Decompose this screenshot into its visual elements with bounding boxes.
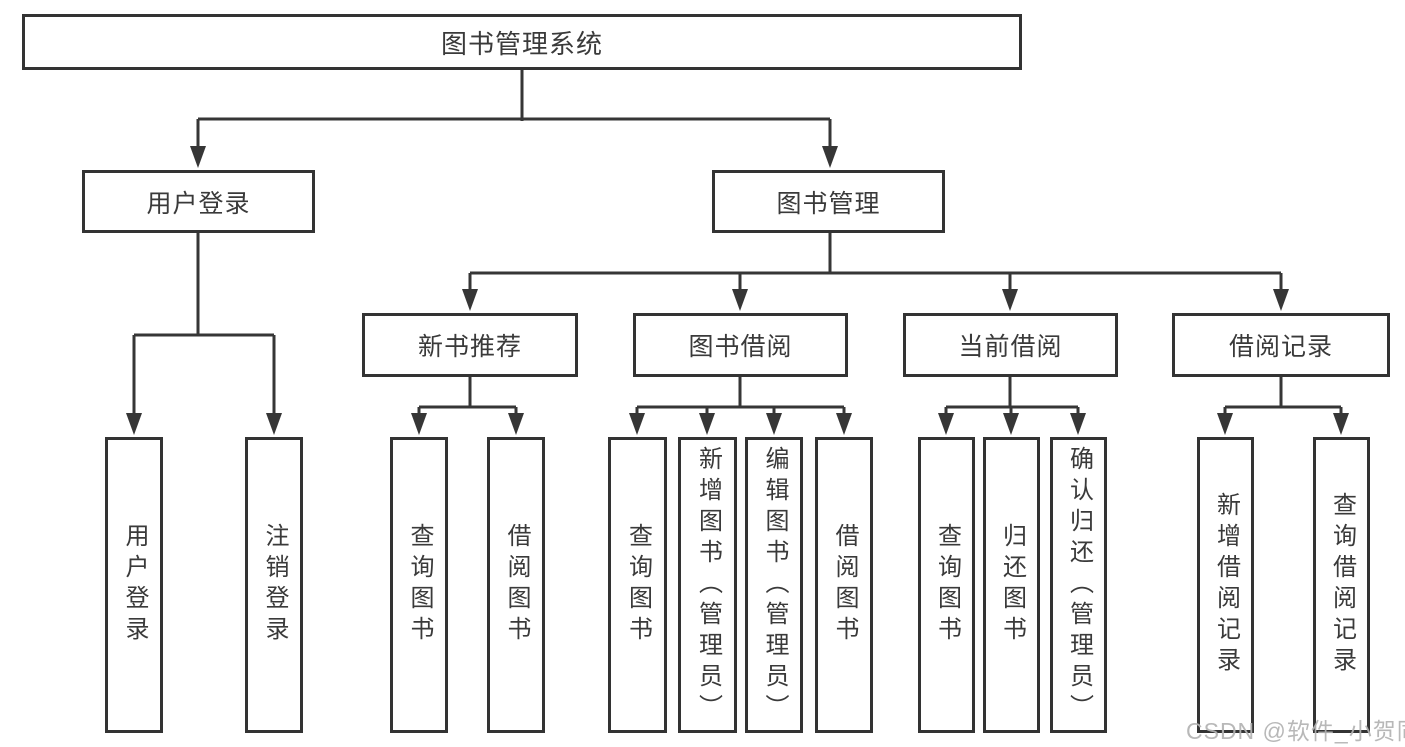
node-user-login-group: 用户登录 (82, 170, 315, 233)
node-borrow-records-label: 借阅记录 (1228, 333, 1333, 361)
leaf-query-books-current-label: 查询图书 (933, 523, 961, 647)
leaf-borrow-books-recommend-label: 借阅图书 (503, 523, 530, 647)
node-book-borrowing-label: 图书借阅 (688, 333, 793, 361)
leaf-query-books-borrow: 查询图书 (608, 437, 667, 733)
node-user-login-group-label: 用户登录 (146, 189, 251, 218)
leaf-confirm-return-admin: 确认归还（管理员） (1050, 437, 1107, 733)
leaf-query-books-borrow-label: 查询图书 (624, 523, 652, 647)
node-current-borrowing: 当前借阅 (903, 313, 1118, 377)
csdn-watermark: CSDN @软件_小贺同学 (1186, 718, 1405, 744)
leaf-query-borrow-record: 查询借阅记录 (1313, 437, 1370, 733)
leaf-query-books-current: 查询图书 (918, 437, 975, 733)
leaf-return-books: 归还图书 (983, 437, 1040, 733)
leaf-add-books-admin-label: 新增图书（管理员） (694, 445, 722, 725)
leaf-add-borrow-record: 新增借阅记录 (1197, 437, 1254, 733)
node-root: 图书管理系统 (22, 14, 1022, 70)
leaf-user-login: 用户登录 (105, 437, 163, 733)
leaf-confirm-return-admin-label: 确认归还（管理员） (1065, 445, 1093, 725)
node-borrow-records: 借阅记录 (1172, 313, 1390, 377)
arrowheads (126, 146, 1349, 435)
leaf-edit-books-admin: 编辑图书（管理员） (745, 437, 803, 733)
leaf-borrow-books-borrow: 借阅图书 (815, 437, 873, 733)
node-book-borrowing: 图书借阅 (633, 313, 848, 377)
leaf-query-borrow-record-label: 查询借阅记录 (1328, 492, 1356, 678)
node-current-borrowing-label: 当前借阅 (958, 333, 1063, 361)
leaf-borrow-books-recommend: 借阅图书 (487, 437, 545, 733)
node-new-book-recommend: 新书推荐 (362, 313, 578, 377)
leaf-return-books-label: 归还图书 (998, 523, 1026, 647)
leaf-borrow-books-borrow-label: 借阅图书 (831, 523, 858, 647)
leaf-add-books-admin: 新增图书（管理员） (678, 437, 737, 733)
node-new-book-recommend-label: 新书推荐 (417, 333, 522, 361)
leaf-edit-books-admin-label: 编辑图书（管理员） (761, 445, 788, 725)
node-book-management-label: 图书管理 (776, 189, 881, 218)
node-root-label: 图书管理系统 (440, 28, 603, 59)
leaf-logout: 注销登录 (245, 437, 303, 733)
leaf-logout-label: 注销登录 (261, 523, 288, 647)
leaf-query-books-recommend: 查询图书 (390, 437, 448, 733)
leaf-add-borrow-record-label: 新增借阅记录 (1212, 492, 1240, 678)
leaf-user-login-label: 用户登录 (121, 523, 148, 647)
node-book-management: 图书管理 (712, 170, 945, 233)
leaf-query-books-recommend-label: 查询图书 (406, 523, 433, 647)
